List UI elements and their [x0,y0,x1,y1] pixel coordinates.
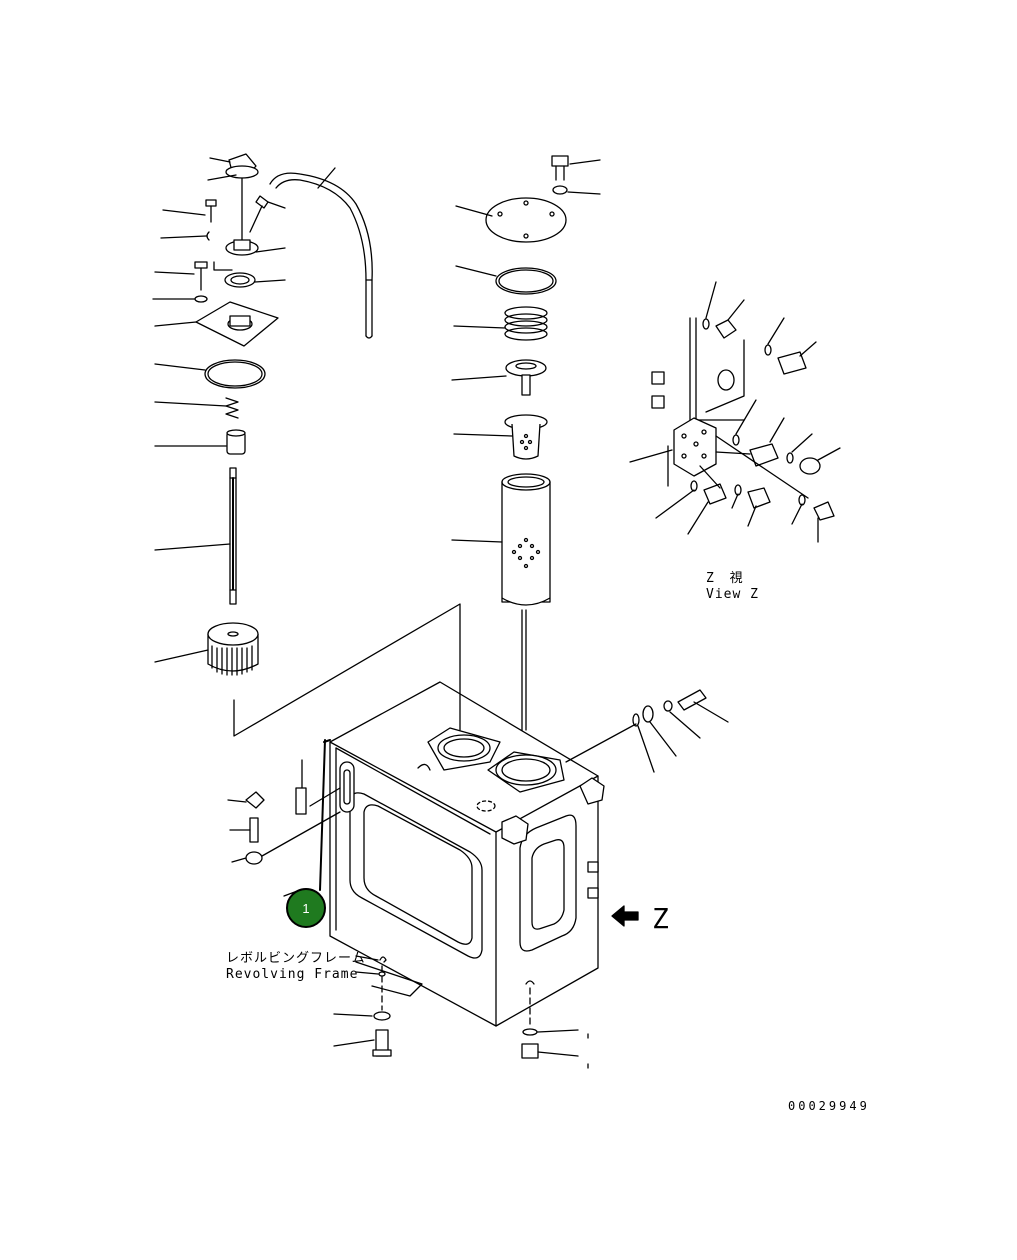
level-gauge-fittings [227,759,355,865]
direction-letter: Z [652,902,669,935]
callout-marker[interactable]: 1 [283,888,326,928]
revolving-frame-label-jp: レボルビングフレーム [226,951,366,966]
filter-holes [511,537,541,569]
vent-tube [269,167,373,339]
side-bolt-assembly [565,689,729,773]
callout-label: 1 [302,901,309,916]
direction-arrow-icon [611,905,639,927]
view-z-label-jp: Z 視 [706,571,747,586]
view-z-detail [629,281,841,543]
filter-assembly [451,155,601,733]
revolving-frame-label-en: Revolving Frame [226,967,358,982]
view-z-label-en: View Z [706,587,759,602]
hydraulic-tank [233,603,605,1027]
mounting-hardware [333,956,589,1069]
breather-assembly [152,153,286,676]
drawing-number: 00029949 [788,1099,870,1113]
